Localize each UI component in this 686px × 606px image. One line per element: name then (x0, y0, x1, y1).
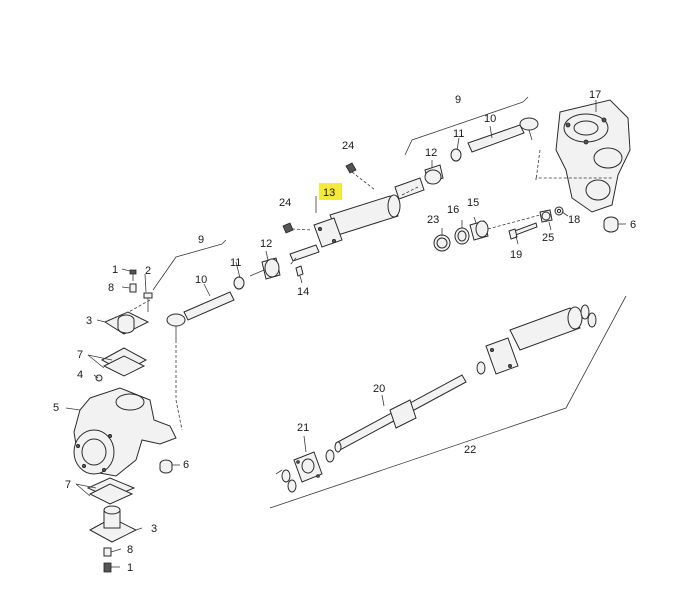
label-16: 16 (447, 204, 459, 216)
part-22-cylinder (476, 304, 597, 375)
label-9-left: 9 (198, 234, 204, 246)
part-4 (95, 374, 103, 382)
part-24-lower (282, 222, 313, 234)
label-5: 5 (53, 402, 59, 414)
part-20-rod (334, 374, 467, 453)
shaft-right (394, 177, 425, 200)
label-10-left: 10 (195, 274, 207, 286)
label-7-bottom: 7 (65, 479, 71, 491)
label-17: 17 (589, 89, 601, 101)
label-11-right: 11 (453, 128, 464, 140)
label-15: 15 (467, 197, 479, 209)
label-25: 25 (542, 232, 554, 244)
label-18: 18 (568, 214, 580, 226)
part-14-screw (295, 265, 304, 284)
part-3-top (103, 311, 150, 335)
part-10-right (467, 117, 539, 153)
part-1-top (129, 269, 137, 281)
lower-assembly (269, 295, 627, 509)
label-6-right: 6 (630, 219, 636, 231)
label-12-left: 12 (260, 238, 272, 250)
labels: 1 2 8 3 7 4 5 6 7 3 8 1 9 10 11 12 24 14… (53, 89, 636, 574)
label-4: 4 (77, 369, 83, 381)
label-2: 2 (145, 265, 151, 277)
label-24-upper: 24 (342, 140, 354, 152)
label-19: 19 (510, 249, 522, 261)
part-12-left (249, 257, 281, 280)
label-1-top: 1 (112, 264, 118, 276)
part-18 (554, 206, 564, 216)
part-3-bottom (88, 505, 138, 543)
part-21-flange (275, 449, 335, 493)
part-11-right (450, 148, 462, 162)
label-1-bottom: 1 (127, 562, 133, 574)
part-6-right (603, 216, 626, 233)
part-1-bottom (103, 562, 112, 573)
part-7-top (87, 347, 148, 377)
label-20: 20 (373, 383, 385, 395)
label-10-right: 10 (484, 113, 496, 125)
label-3-top: 3 (86, 315, 92, 327)
label-14: 14 (297, 286, 309, 298)
part-7-bottom (75, 477, 136, 505)
label-9-right: 9 (455, 94, 461, 106)
part-23-ring (433, 234, 451, 252)
part-10-left (166, 291, 235, 340)
left-tie-rod-group (117, 239, 281, 431)
part-15-bushing (469, 220, 489, 241)
highlight-13 (319, 183, 342, 200)
label-8-top: 8 (108, 282, 114, 294)
left-knuckle-group (73, 269, 180, 573)
label-11-left: 11 (230, 257, 241, 269)
label-22: 22 (464, 444, 476, 456)
part-8-bottom (103, 547, 112, 557)
part-5-knuckle (73, 387, 177, 477)
label-7-top: 7 (77, 349, 83, 361)
label-8-bottom: 8 (127, 544, 133, 556)
part-6-left (159, 459, 180, 474)
part-13-cylinder (289, 186, 419, 266)
part-11-left (233, 276, 245, 290)
part-17-housing (555, 99, 631, 213)
part-19-bolt (508, 222, 538, 240)
leader-lines (65, 100, 597, 568)
label-24-lower: 24 (279, 197, 291, 209)
part-25 (539, 209, 553, 223)
label-21: 21 (297, 422, 309, 434)
part-8-top (129, 283, 137, 293)
right-tie-rod-group (345, 96, 631, 252)
label-13: 13 (323, 187, 335, 199)
part-24-upper (345, 162, 376, 191)
label-3-bottom: 3 (151, 523, 157, 535)
part-16-ring (454, 227, 470, 245)
label-6-left: 6 (183, 459, 189, 471)
label-12-right: 12 (425, 147, 437, 159)
part-2-bolt (143, 292, 153, 312)
label-23: 23 (427, 214, 439, 226)
